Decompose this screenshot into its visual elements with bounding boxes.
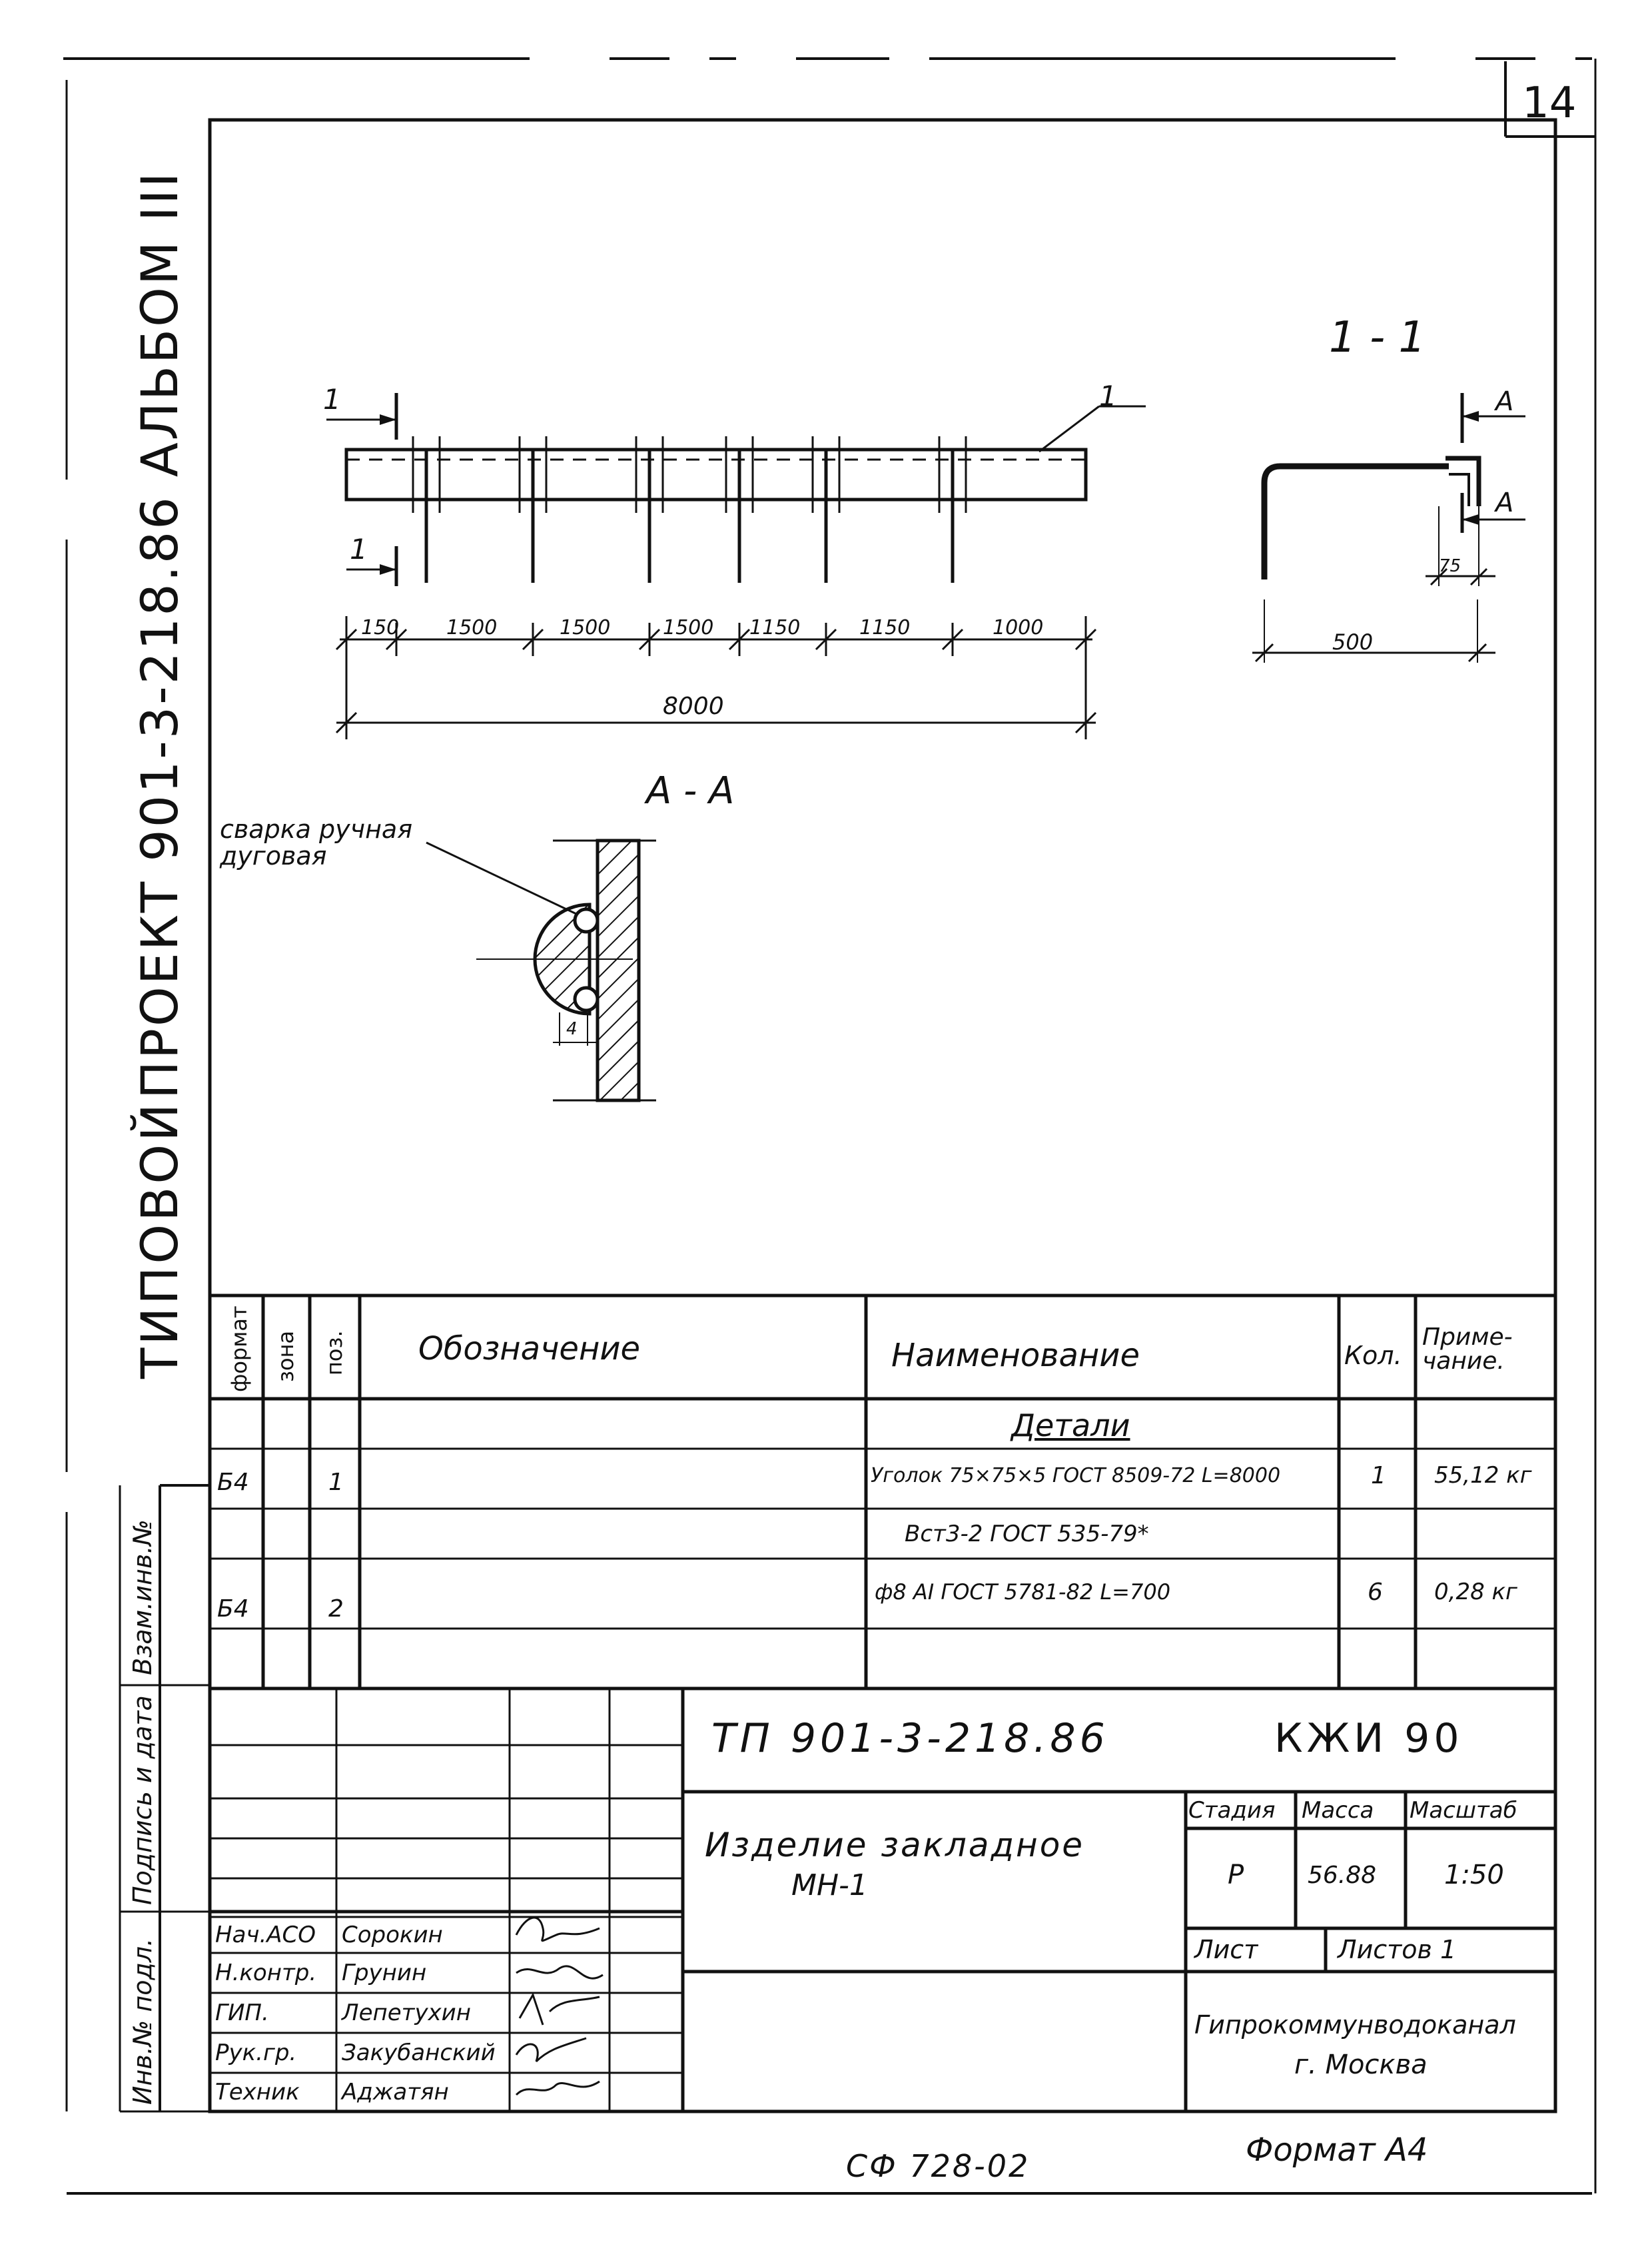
section-mark-bottom: 1 — [350, 533, 368, 565]
spec-header-qty: Кол. — [1344, 1341, 1402, 1370]
footer-format: Формат А4 — [1246, 2131, 1428, 2169]
signature-name-5: Аджатян — [342, 2079, 449, 2105]
dim-label-1150-b: 1150 — [859, 616, 911, 639]
dim-label-150: 150 — [361, 616, 400, 639]
signature-role-4: Рук.гр. — [215, 2040, 297, 2066]
page-number: 14 — [1522, 79, 1577, 128]
section-aa-mark-bottom: А — [1495, 488, 1514, 518]
spec-header-note: Приме-чание. — [1422, 1323, 1513, 1375]
footer-copy-code: СФ 728-02 — [846, 2148, 1031, 2184]
spec-row3-qty: 6 — [1368, 1578, 1383, 1606]
weld-note: сварка ручная дуговая — [220, 815, 413, 871]
dim-label-1500-c: 1500 — [663, 616, 714, 639]
spec-row3-pos: 2 — [328, 1595, 344, 1623]
title-sheet-label: Лист — [1194, 1935, 1259, 1964]
title-doc-code: ТП 901-3-218.86 — [711, 1715, 1109, 1762]
signature-name-1: Сорокин — [342, 1922, 443, 1948]
signature-role-5: Техник — [215, 2079, 300, 2105]
spec-header-designation: Обозначение — [418, 1330, 641, 1367]
dim-label-1150-a: 1150 — [749, 616, 801, 639]
signature-name-2: Грунин — [342, 1960, 427, 1986]
spec-row3-note: 0,28 кг — [1434, 1579, 1517, 1605]
title-scale-label: Масштаб — [1410, 1797, 1517, 1824]
signature-name-3: Лепетухин — [342, 2000, 472, 2026]
title-stage-label: Стадия — [1188, 1797, 1276, 1824]
weld-dim-label: 4 — [566, 1019, 578, 1039]
spec-row1-pos: 1 — [328, 1468, 344, 1496]
dim-label-500: 500 — [1332, 629, 1374, 655]
title-mass-label: Масса — [1302, 1797, 1374, 1824]
section-aa-mark-top: А — [1495, 386, 1514, 417]
dim-label-1500-b: 1500 — [560, 616, 611, 639]
spec-row1-name: Уголок 75×75×5 ГОСТ 8509-72 L=8000 — [871, 1463, 1281, 1487]
spec-section-title: Детали — [1011, 1407, 1130, 1443]
spec-row2-name: Вст3-2 ГОСТ 535-79* — [905, 1521, 1149, 1547]
signature-role-2: Н.контр. — [215, 1960, 317, 1986]
signature-name-4: Закубанский — [342, 2040, 496, 2066]
spec-row1-format: Б4 — [217, 1468, 249, 1496]
dim-label-75: 75 — [1439, 556, 1461, 576]
position-label-1: 1 — [1099, 380, 1117, 412]
title-item-mark: МН-1 — [791, 1868, 868, 1902]
spec-row3-format: Б4 — [217, 1595, 249, 1623]
title-stage-value: Р — [1228, 1860, 1244, 1890]
spec-header-name: Наименование — [891, 1337, 1140, 1374]
title-org-name: Гипрокоммунводоканал — [1194, 2010, 1516, 2040]
dim-label-8000: 8000 — [663, 693, 724, 720]
title-org-city: г. Москва — [1294, 2050, 1428, 2080]
signature-role-1: Нач.АСО — [215, 1922, 316, 1948]
spec-row1-qty: 1 — [1371, 1461, 1386, 1489]
title-sheets-label: Листов 1 — [1338, 1935, 1457, 1964]
dim-label-1500-a: 1500 — [446, 616, 498, 639]
dim-label-1000: 1000 — [993, 616, 1044, 639]
spec-row3-name: ф8 АI ГОСТ 5781-82 L=700 — [875, 1579, 1171, 1605]
title-sheet-code: КЖИ 90 — [1274, 1715, 1463, 1762]
signature-role-3: ГИП. — [215, 2000, 269, 2026]
spec-row1-note: 55,12 кг — [1434, 1462, 1532, 1489]
section-1-1-title: 1 - 1 — [1329, 313, 1426, 362]
section-mark-top: 1 — [323, 383, 341, 416]
title-item-name: Изделие закладное — [705, 1826, 1085, 1864]
title-mass-value: 56.88 — [1308, 1861, 1377, 1889]
title-scale-value: 1:50 — [1444, 1860, 1504, 1890]
section-aa-title: А - А — [646, 769, 735, 813]
